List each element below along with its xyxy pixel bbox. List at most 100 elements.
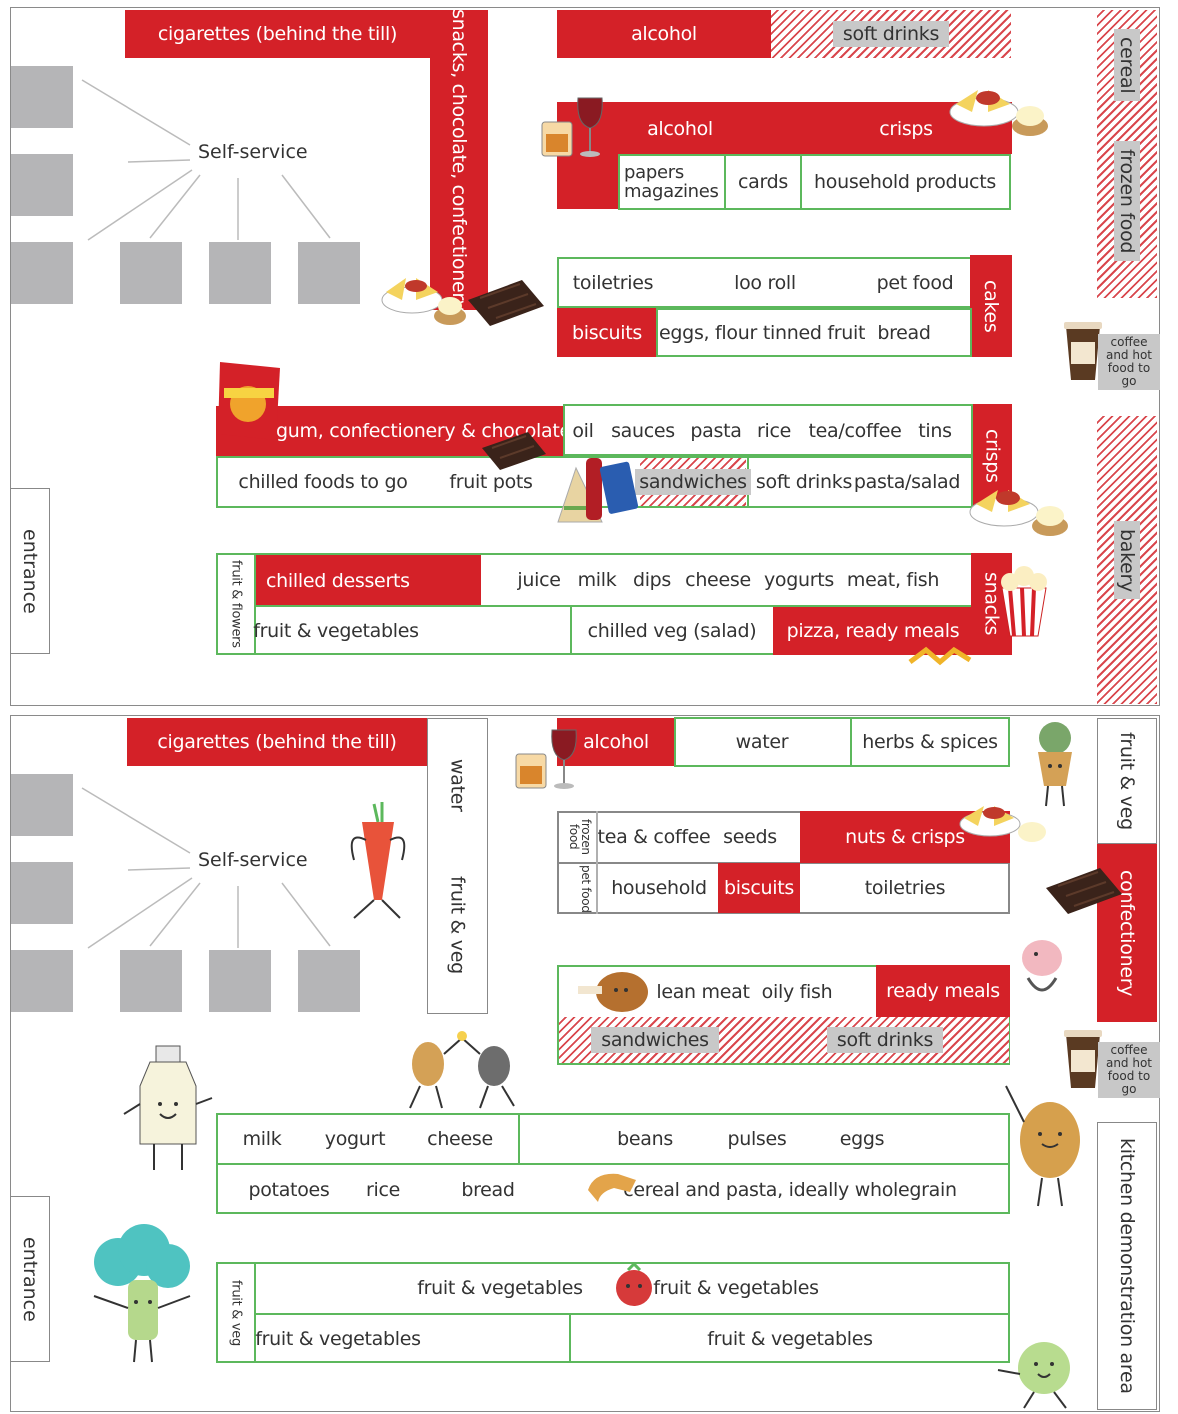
pasta-icon bbox=[908, 646, 972, 666]
self-service-lines bbox=[81, 79, 331, 241]
self-service-lines-bottom bbox=[81, 787, 331, 949]
chocolate-bar-icon-bottom bbox=[1046, 868, 1122, 914]
chilled-desserts-shelf: chilled desserts bbox=[256, 555, 481, 606]
till-1 bbox=[11, 66, 73, 128]
biscuits-shelf: biscuits bbox=[557, 308, 657, 357]
till-4 bbox=[120, 242, 182, 304]
milk-label-top: milk bbox=[577, 569, 617, 591]
loo-roll-label: loo roll bbox=[734, 272, 796, 294]
gum-label: gum, confectionery & chocolate bbox=[276, 420, 571, 442]
soft-drinks-section-bottom: soft drinks bbox=[820, 1019, 950, 1061]
bread-label: bread bbox=[877, 322, 931, 344]
seeds-label: seeds bbox=[723, 826, 777, 848]
crisps-bowl-icon-2 bbox=[381, 278, 466, 325]
till-b1 bbox=[11, 774, 73, 836]
oil-label: oil bbox=[572, 420, 594, 442]
kitchen-demo-label: kitchen demonstration area bbox=[1116, 1138, 1138, 1394]
popcorn-icon bbox=[1001, 566, 1047, 637]
cigarettes-shelf-bottom: cigarettes (behind the till) bbox=[127, 718, 427, 766]
herb-pot-character-icon bbox=[1038, 722, 1072, 807]
entrance-label: entrance bbox=[19, 528, 41, 614]
frozen-food-side-label: frozen food bbox=[567, 819, 593, 855]
toiletries-label-bottom: toiletries bbox=[864, 877, 946, 899]
cereal-pasta-label: cereal and pasta, ideally wholegrain bbox=[623, 1179, 957, 1201]
water-herbs-shelf bbox=[674, 717, 1010, 767]
sandwiches-label: sandwiches bbox=[635, 469, 751, 495]
pet-food-side-label: pet food bbox=[579, 865, 593, 913]
fruit-veg-side-label: fruit & veg bbox=[228, 1280, 244, 1346]
tins-label: tins bbox=[918, 420, 952, 442]
soft-drinks-label-a3: soft drinks bbox=[755, 471, 853, 493]
juice-label: juice bbox=[517, 569, 561, 591]
cheese-label-top: cheese bbox=[685, 569, 751, 591]
household-label-bottom: household bbox=[611, 877, 707, 899]
crisps-bowl-icon-3 bbox=[969, 490, 1068, 536]
soft-drinks-label-bottom: soft drinks bbox=[826, 1027, 944, 1053]
cereal-section: cereal bbox=[1097, 20, 1157, 110]
fruit-veg-label-4: fruit & vegetables bbox=[707, 1328, 873, 1350]
fruit-veg-label-2: fruit & vegetables bbox=[653, 1277, 819, 1299]
fruit-veg-right-label: fruit & veg bbox=[1116, 732, 1138, 830]
bakery-shelf: bakery bbox=[1097, 416, 1157, 704]
till-b2 bbox=[11, 862, 73, 924]
fruit-veg-column-label: fruit & veg bbox=[446, 876, 469, 974]
lean-meat-label: lean meat bbox=[656, 981, 750, 1003]
water-label: water bbox=[735, 731, 789, 753]
fruit-veg-side-section: fruit & veg bbox=[218, 1265, 254, 1361]
beans-label: beans bbox=[617, 1128, 673, 1150]
chilled-desserts-label: chilled desserts bbox=[266, 569, 410, 592]
alcohol-crisps-shelf bbox=[557, 102, 1012, 154]
aisle2-lower-shelf bbox=[656, 308, 972, 357]
coffee-cup-icon bbox=[1064, 322, 1102, 380]
crisps-bowl-icon bbox=[949, 90, 1048, 136]
sandwich-cola-crisps-icon bbox=[557, 458, 639, 523]
aisle3-upper-right bbox=[563, 404, 973, 456]
self-service-label-bottom: Self-service bbox=[198, 849, 308, 871]
fish-character-icon bbox=[1022, 940, 1062, 992]
yogurt-label: yogurt bbox=[324, 1128, 386, 1150]
pasta-icon-bottom bbox=[588, 1173, 636, 1202]
aisle2-upper-shelf bbox=[557, 257, 972, 308]
till-b6 bbox=[298, 950, 360, 1012]
alcohol-shelf-top: alcohol bbox=[557, 10, 771, 58]
alcohol-shelf-bottom: alcohol bbox=[557, 718, 675, 766]
coffee-label-bottom: coffee and hot food to go bbox=[1098, 1042, 1160, 1098]
fruit-flowers-section: fruit & flowers bbox=[218, 556, 254, 652]
cakes-shelf: cakes bbox=[970, 255, 1012, 357]
biscuits-shelf-bottom: biscuits bbox=[718, 863, 800, 913]
yogurts-label: yogurts bbox=[763, 569, 835, 591]
egg-character-icon bbox=[1005, 1085, 1080, 1207]
cards-label: cards bbox=[737, 171, 789, 193]
crisps-bowl-icon-bottom bbox=[959, 806, 1046, 842]
dancing-beans-icon bbox=[409, 1031, 515, 1109]
tinned-fruit-label: tinned fruit bbox=[762, 322, 866, 344]
dips-label: dips bbox=[632, 569, 672, 591]
coffee-label: coffee and hot food to go bbox=[1098, 334, 1160, 390]
aisle1-lower-shelf bbox=[618, 154, 1011, 210]
sauces-label: sauces bbox=[611, 420, 675, 442]
sandwiches-label-bottom: sandwiches bbox=[591, 1027, 719, 1053]
pet-food-side: pet food bbox=[558, 864, 596, 914]
till-b5 bbox=[209, 950, 271, 1012]
fruit-veg-right-shelf: fruit & veg bbox=[1097, 718, 1157, 844]
entrance-bottom: entrance bbox=[10, 1196, 50, 1362]
aisle1-crisps-label: crisps bbox=[879, 118, 933, 140]
entrance-label-bottom: entrance bbox=[19, 1236, 41, 1322]
eggs-flour-label: eggs, flour bbox=[659, 322, 757, 344]
till-b4 bbox=[120, 950, 182, 1012]
kitchen-demo-area: kitchen demonstration area bbox=[1097, 1122, 1157, 1410]
cigarettes-shelf: cigarettes (behind the till) bbox=[125, 10, 430, 58]
frozen-food-side: frozen food bbox=[558, 812, 596, 862]
crisps-shelf: crisps bbox=[973, 404, 1012, 508]
till-5 bbox=[209, 242, 271, 304]
chocolate-bar-icon bbox=[468, 280, 544, 326]
eggs-label: eggs bbox=[839, 1128, 885, 1150]
chocolate-bar-icon-2 bbox=[482, 432, 546, 470]
tea-coffee-label: tea/coffee bbox=[808, 420, 902, 442]
sandwiches-section-bottom: sandwiches bbox=[590, 1019, 720, 1061]
fruit-flowers-label: fruit & flowers bbox=[228, 560, 244, 648]
fruit-veg-label-3: fruit & vegetables bbox=[255, 1328, 421, 1350]
till-3 bbox=[11, 242, 73, 304]
snacks-chocolate-label: snacks, chocolate, confectionery bbox=[448, 9, 470, 311]
rice-label-bottom: rice bbox=[365, 1179, 401, 1201]
